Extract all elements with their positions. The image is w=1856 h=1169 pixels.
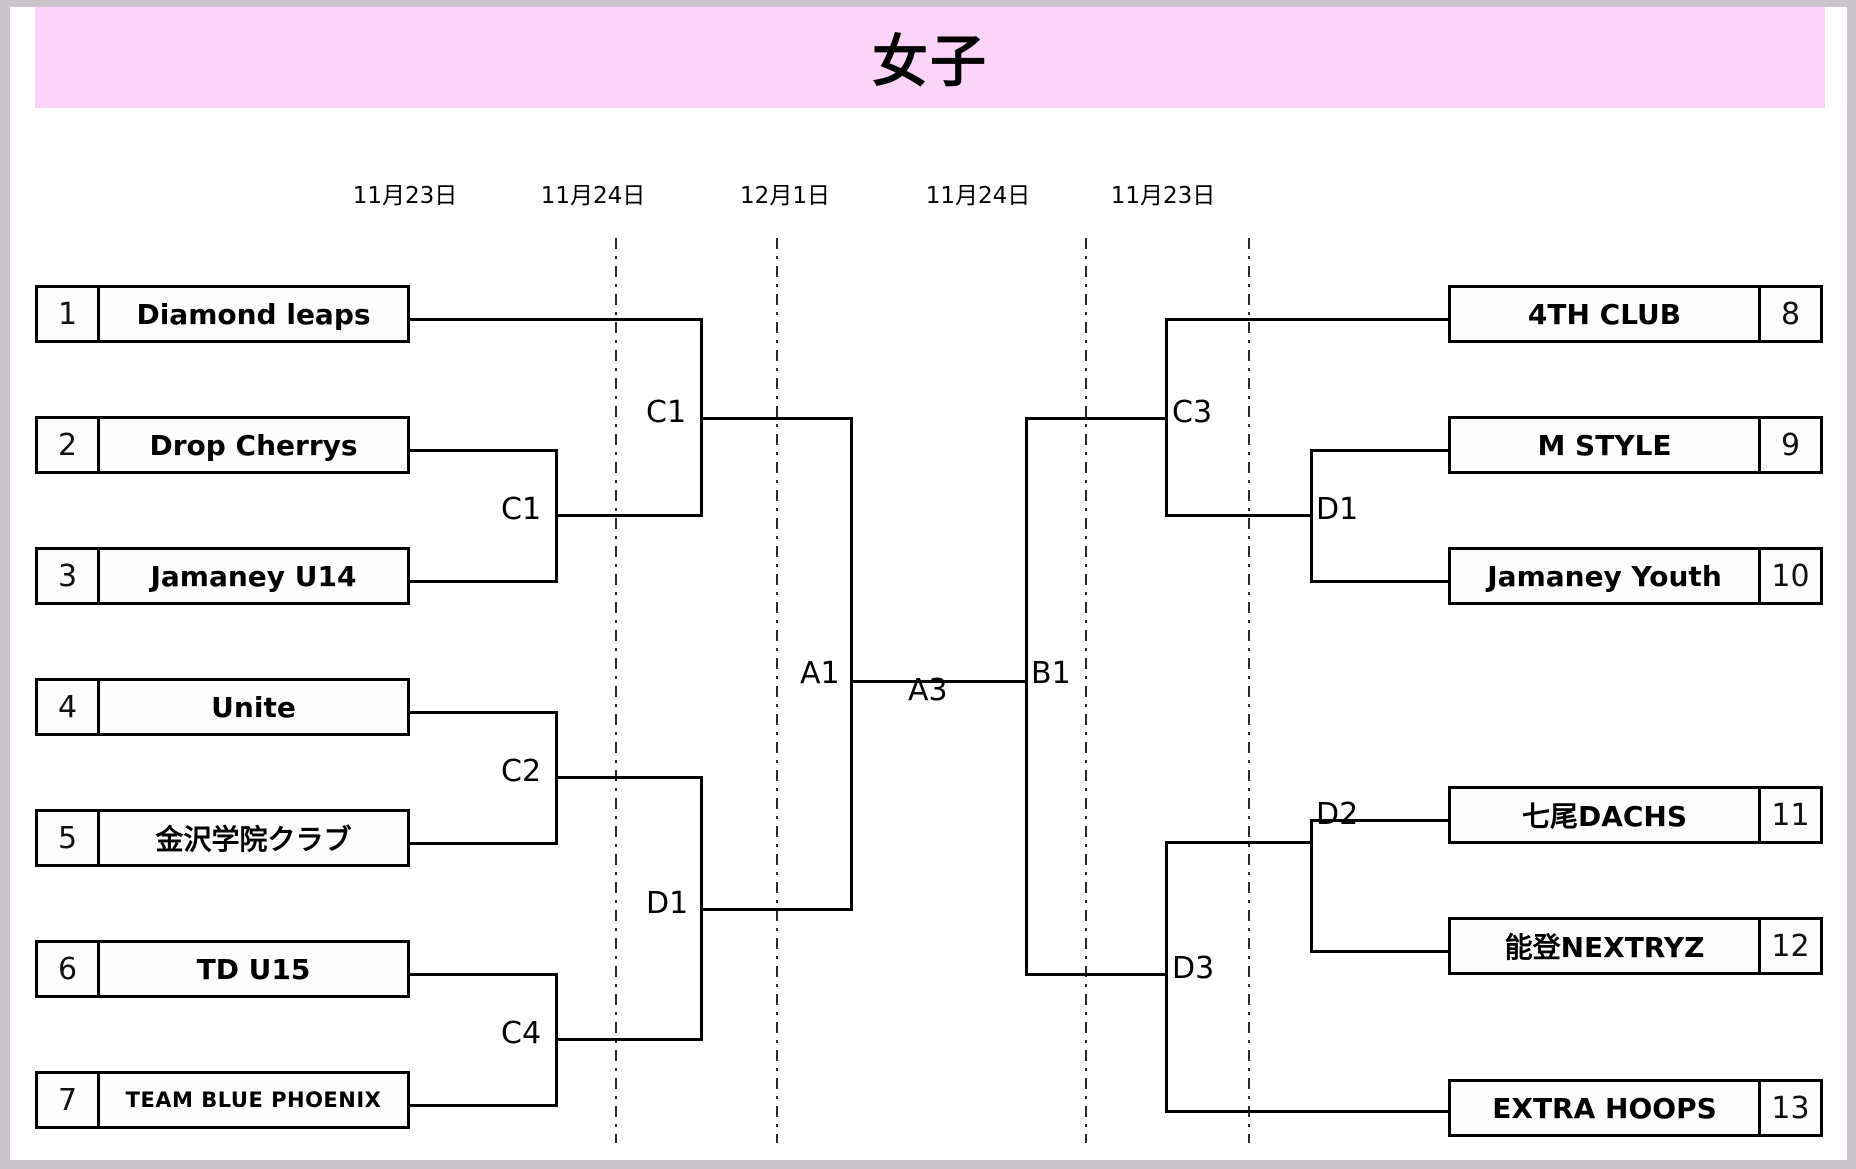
team-name: 4TH CLUB xyxy=(1527,297,1682,331)
match-label-left-c1-upper: C1 xyxy=(646,395,687,430)
match-label-left-c4: C4 xyxy=(501,1016,542,1051)
match-label-center-a3: A3 xyxy=(908,673,948,708)
date-separator-2 xyxy=(776,238,778,1143)
date-label-round2-left: 11月24日 xyxy=(540,183,646,209)
seed-number: 13 xyxy=(1758,1082,1820,1134)
team-box-left-3[interactable]: 3 Jamaney U14 xyxy=(35,547,410,605)
team-name: M STYLE xyxy=(1537,428,1672,462)
match-label-right-d1: D1 xyxy=(1316,492,1359,527)
seed-number: 11 xyxy=(1758,789,1820,841)
connector-left-d1-out xyxy=(700,908,852,911)
match-label-right-d3: D3 xyxy=(1172,951,1215,986)
seed-number: 7 xyxy=(38,1074,100,1126)
connector-left-6-h xyxy=(410,973,558,976)
connector-right-9-h xyxy=(1310,449,1451,452)
team-name: Unite xyxy=(211,690,296,724)
connector-right-8-h xyxy=(1165,318,1451,321)
connector-left-a1-v xyxy=(850,417,853,911)
connector-left-2-h xyxy=(410,449,558,452)
connector-left-4-h xyxy=(410,711,558,714)
seed-number: 9 xyxy=(1758,419,1820,471)
team-box-right-13[interactable]: EXTRA HOOPS 13 xyxy=(1448,1079,1823,1137)
connector-right-d2-v xyxy=(1310,819,1313,953)
team-name: EXTRA HOOPS xyxy=(1492,1091,1717,1125)
team-name: 金沢学院クラブ xyxy=(155,823,352,856)
date-separator-4 xyxy=(1248,238,1250,1143)
seed-number: 10 xyxy=(1758,550,1820,602)
team-box-left-5[interactable]: 5 金沢学院クラブ xyxy=(35,809,410,867)
connector-right-12-h xyxy=(1310,950,1451,953)
connector-right-b1-lower-h xyxy=(1025,973,1168,976)
date-label-round1-left: 11月23日 xyxy=(352,183,458,209)
match-label-right-d2: D2 xyxy=(1316,797,1359,832)
team-name: Diamond leaps xyxy=(136,297,371,331)
match-label-center-b1: B1 xyxy=(1031,656,1071,691)
connector-left-c2-out xyxy=(555,776,703,779)
team-box-right-12[interactable]: 能登NEXTRYZ 12 xyxy=(1448,917,1823,975)
seed-number: 4 xyxy=(38,681,100,733)
team-name: Jamaney Youth xyxy=(1487,559,1722,593)
team-box-right-8[interactable]: 4TH CLUB 8 xyxy=(1448,285,1823,343)
team-name: Jamaney U14 xyxy=(150,559,357,593)
seed-number: 2 xyxy=(38,419,100,471)
team-box-right-11[interactable]: 七尾DACHS 11 xyxy=(1448,786,1823,844)
match-label-right-c3: C3 xyxy=(1172,395,1213,430)
date-label-round2-right: 11月24日 xyxy=(925,183,1031,209)
team-name: TEAM BLUE PHOENIX xyxy=(125,1088,382,1112)
match-label-left-c1-inner: C1 xyxy=(501,492,542,527)
team-box-left-6[interactable]: 6 TD U15 xyxy=(35,940,410,998)
team-name: TD U15 xyxy=(196,952,311,986)
page-title: 女子 xyxy=(872,30,988,95)
seed-number: 1 xyxy=(38,288,100,340)
seed-number: 6 xyxy=(38,943,100,995)
match-label-center-a1: A1 xyxy=(800,656,840,691)
date-label-final: 12月1日 xyxy=(740,183,830,209)
connector-left-5-h xyxy=(410,842,558,845)
connector-left-7-h xyxy=(410,1104,558,1107)
connector-right-11-h xyxy=(1310,819,1451,822)
seed-number: 5 xyxy=(38,812,100,864)
team-box-right-10[interactable]: Jamaney Youth 10 xyxy=(1448,547,1823,605)
team-box-left-4[interactable]: 4 Unite xyxy=(35,678,410,736)
team-name: Drop Cherrys xyxy=(149,428,358,462)
connector-left-3-h xyxy=(410,580,558,583)
seed-number: 3 xyxy=(38,550,100,602)
connector-right-d3-v xyxy=(1165,841,1168,1112)
connector-right-b1-v xyxy=(1025,417,1028,976)
team-box-left-2[interactable]: 2 Drop Cherrys xyxy=(35,416,410,474)
seed-number: 8 xyxy=(1758,288,1820,340)
connector-right-d3-out xyxy=(1165,841,1313,844)
match-label-left-c2: C2 xyxy=(501,754,542,789)
match-label-left-d1: D1 xyxy=(646,886,689,921)
team-name: 七尾DACHS xyxy=(1521,800,1688,833)
date-separator-1 xyxy=(615,238,617,1143)
team-box-left-1[interactable]: 1 Diamond leaps xyxy=(35,285,410,343)
team-box-right-9[interactable]: M STYLE 9 xyxy=(1448,416,1823,474)
connector-right-b1-upper-h xyxy=(1025,417,1168,420)
connector-left-round2-upper-out xyxy=(700,417,852,420)
date-separator-3 xyxy=(1085,238,1087,1143)
connector-right-13-h xyxy=(1165,1110,1451,1113)
header-band xyxy=(35,7,1825,108)
connector-right-c3-out xyxy=(1165,514,1313,517)
team-box-left-7[interactable]: 7 TEAM BLUE PHOENIX xyxy=(35,1071,410,1129)
connector-right-c3-v xyxy=(1165,318,1168,517)
connector-left-c4-out xyxy=(555,1038,703,1041)
seed-number: 12 xyxy=(1758,920,1820,972)
date-label-round1-right: 11月23日 xyxy=(1110,183,1216,209)
connector-left-c1-out xyxy=(555,514,703,517)
connector-final-a3-h xyxy=(850,680,1028,683)
connector-left-1-h xyxy=(410,318,703,321)
connector-right-d1-v xyxy=(1310,449,1313,583)
connector-right-10-h xyxy=(1310,580,1451,583)
team-name: 能登NEXTRYZ xyxy=(1504,931,1705,964)
